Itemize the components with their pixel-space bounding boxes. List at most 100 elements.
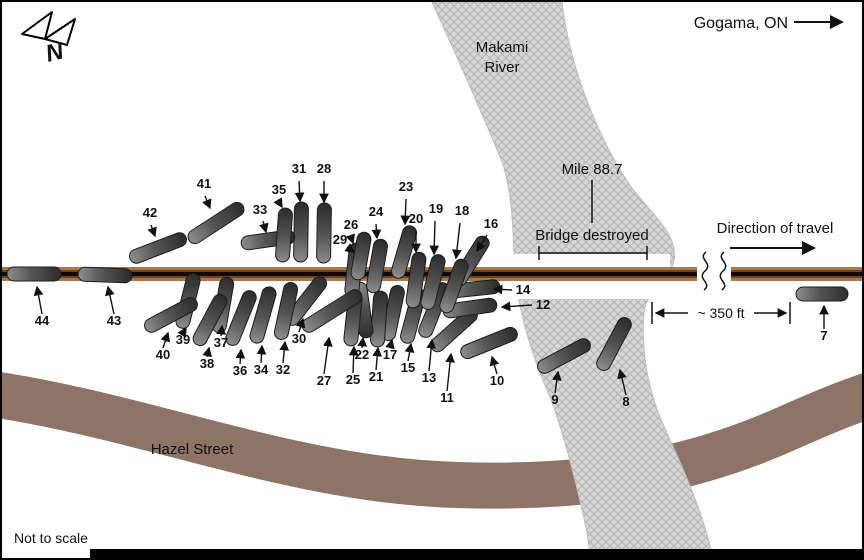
car-number-17: 17 bbox=[383, 347, 397, 362]
railcar-31 bbox=[293, 201, 309, 263]
car-number-26: 26 bbox=[344, 217, 358, 232]
car-number-10: 10 bbox=[490, 373, 504, 388]
railcar-42 bbox=[129, 232, 187, 264]
railcar-19 bbox=[420, 254, 446, 310]
scale-note: Not to scale bbox=[14, 530, 88, 546]
car-number-arrow-17 bbox=[385, 338, 395, 350]
railcar-7 bbox=[795, 286, 849, 302]
railcar-40 bbox=[144, 297, 198, 333]
railcar-28 bbox=[316, 202, 332, 264]
railcar-35 bbox=[275, 207, 293, 263]
railcar-43 bbox=[77, 266, 133, 284]
car-number-arrow-13 bbox=[426, 338, 437, 372]
car-number-arrow-10 bbox=[489, 355, 500, 375]
bridge-status-label: Bridge destroyed bbox=[535, 227, 648, 244]
bridge-destroyed-bracket bbox=[538, 246, 648, 260]
car-number-35: 35 bbox=[272, 182, 286, 197]
car-number-arrow-12 bbox=[500, 301, 533, 312]
railcar-23 bbox=[390, 225, 418, 279]
car-number-arrow-25 bbox=[348, 345, 359, 374]
car-number-arrow-21 bbox=[372, 346, 383, 371]
car-number-31: 31 bbox=[292, 161, 306, 176]
car-number-arrow-27 bbox=[322, 336, 333, 375]
direction-of-travel-label: Direction of travel bbox=[717, 220, 834, 237]
car-number-37: 37 bbox=[214, 335, 228, 350]
car-number-arrow-8 bbox=[617, 368, 627, 396]
car-number-42: 42 bbox=[143, 205, 157, 220]
distance-dimension bbox=[651, 302, 791, 324]
car-number-36: 36 bbox=[233, 363, 247, 378]
car-number-arrow-33 bbox=[259, 220, 269, 234]
car-number-43: 43 bbox=[107, 313, 121, 328]
car-number-arrow-29 bbox=[344, 243, 356, 253]
car-number-arrow-24 bbox=[371, 223, 382, 240]
car-number-14: 14 bbox=[516, 282, 531, 297]
bottom-border-bar bbox=[90, 549, 862, 558]
car-number-25: 25 bbox=[346, 372, 360, 387]
car-number-arrow-23 bbox=[400, 198, 411, 226]
car-number-18: 18 bbox=[455, 203, 469, 218]
railcar-9 bbox=[537, 338, 591, 374]
car-labels-layer: 7891011121314151617181920212223242526272… bbox=[33, 161, 829, 409]
railcar-38 bbox=[192, 293, 228, 347]
railcar-36 bbox=[225, 290, 257, 346]
hazel-street-road bbox=[2, 372, 862, 509]
car-number-44: 44 bbox=[35, 313, 50, 328]
car-number-arrow-35 bbox=[273, 197, 283, 209]
car-number-16: 16 bbox=[484, 216, 498, 231]
car-number-arrow-37 bbox=[216, 324, 227, 337]
north-label: N bbox=[43, 37, 67, 68]
car-number-19: 19 bbox=[429, 201, 443, 216]
railcar-44 bbox=[6, 266, 62, 282]
car-number-arrow-36 bbox=[235, 348, 246, 365]
car-number-34: 34 bbox=[254, 362, 269, 377]
railcars-layer bbox=[6, 201, 849, 374]
car-number-22: 22 bbox=[355, 347, 369, 362]
car-number-arrow-39 bbox=[177, 326, 187, 338]
car-number-38: 38 bbox=[200, 356, 214, 371]
railcar-18 bbox=[439, 258, 469, 314]
car-number-arrow-30 bbox=[295, 317, 306, 333]
car-number-30: 30 bbox=[292, 331, 306, 346]
railcar-41 bbox=[187, 201, 245, 245]
car-number-28: 28 bbox=[317, 161, 331, 176]
car-number-arrow-43 bbox=[105, 285, 115, 315]
car-number-41: 41 bbox=[197, 176, 211, 191]
car-number-23: 23 bbox=[399, 179, 413, 194]
car-number-29: 29 bbox=[333, 232, 347, 247]
car-number-9: 9 bbox=[551, 392, 558, 407]
car-number-33: 33 bbox=[253, 202, 267, 217]
car-number-arrow-16 bbox=[476, 234, 488, 253]
car-number-arrow-9 bbox=[551, 370, 562, 394]
railcar-8 bbox=[596, 317, 632, 371]
car-number-11: 11 bbox=[440, 390, 454, 405]
railcar-29 bbox=[350, 231, 372, 281]
north-arrow: N bbox=[21, 11, 76, 68]
car-number-24: 24 bbox=[369, 204, 384, 219]
car-number-7: 7 bbox=[820, 328, 827, 343]
car-number-40: 40 bbox=[156, 347, 170, 362]
railcar-34 bbox=[249, 286, 277, 344]
car-number-39: 39 bbox=[176, 332, 190, 347]
car-number-arrow-19 bbox=[429, 220, 440, 256]
car-number-13: 13 bbox=[422, 370, 436, 385]
car-number-32: 32 bbox=[276, 362, 290, 377]
car-number-arrow-42 bbox=[147, 224, 157, 238]
car-number-arrow-32 bbox=[279, 340, 290, 364]
car-number-8: 8 bbox=[622, 394, 629, 409]
river-name-line1: Makami bbox=[476, 39, 529, 56]
destination-label: Gogama, ON bbox=[694, 15, 788, 32]
car-number-arrow-26 bbox=[345, 233, 355, 245]
milepost-label: Mile 88.7 bbox=[562, 161, 623, 178]
railcar-32 bbox=[273, 281, 299, 341]
car-number-arrow-41 bbox=[202, 195, 212, 210]
street-label: Hazel Street bbox=[151, 441, 234, 458]
track-break-symbol bbox=[697, 251, 731, 292]
railcar-27 bbox=[301, 289, 363, 333]
car-number-arrow-14 bbox=[492, 284, 513, 295]
river-name-line2: River bbox=[484, 59, 519, 76]
car-number-arrow-40 bbox=[160, 331, 170, 349]
car-number-15: 15 bbox=[401, 360, 415, 375]
